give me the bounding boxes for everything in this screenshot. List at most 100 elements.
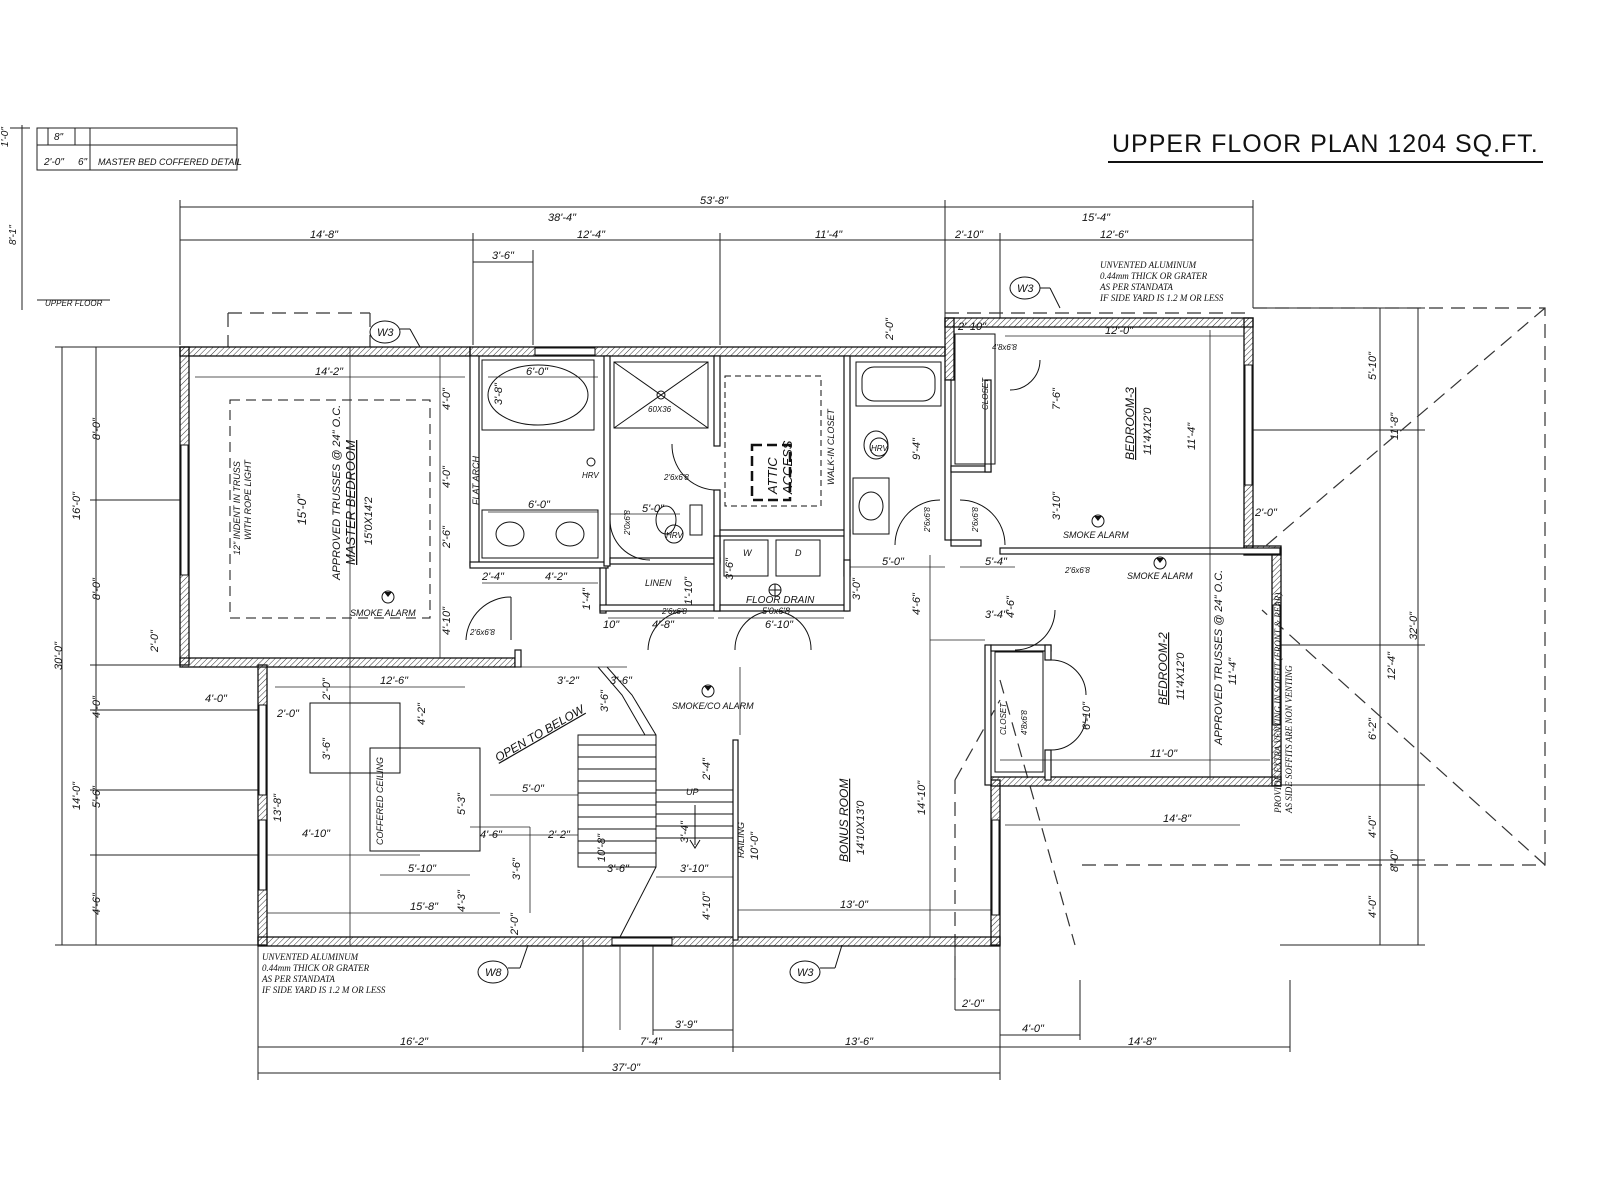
dim-2-6-master: 2'-6" (441, 525, 453, 549)
exterior-walls (179, 317, 1282, 947)
dim-10-0: 10'-0" (749, 831, 761, 860)
dim-4-2-bath: 4'-2" (545, 571, 568, 583)
dim-3-6-bonus-c: 3'-6" (511, 857, 523, 880)
left-dimension-lines (55, 346, 265, 946)
dim-3-9-bottom: 3'-9" (675, 1019, 698, 1031)
detail-dim-8: 8" (54, 132, 64, 143)
door-label-wc: 2'0x6'8 (623, 510, 632, 536)
staircase (577, 666, 733, 938)
dim-4-2-bonus: 4'-2" (416, 702, 428, 725)
door-label-master: 2'6x6'8 (469, 628, 495, 637)
dim-3-6-top: 3'-6" (492, 250, 515, 262)
bottom-dimension-lines (257, 940, 1291, 1080)
dim-4-0-left-b: 4'-0" (205, 693, 228, 705)
dim-6-0-tub: 6'-0" (526, 366, 549, 378)
label-trusses-bed2: APPROVED TRUSSES @ 24" O.C. (1213, 570, 1225, 746)
dim-12-6-top: 12'-6" (1100, 229, 1129, 241)
dim-4-6-bed2: 4'-6" (1005, 595, 1017, 618)
dim-37-0-bottom: 37'-0" (612, 1062, 641, 1074)
dim-6-10-bed2: 6'-10" (1081, 701, 1093, 730)
note-venting-bottom-line-4: IF SIDE YARD IS 1.2 M OR LESS (262, 985, 386, 995)
label-trusses-master: APPROVED TRUSSES @ 24" O.C. (331, 405, 343, 581)
door-swings (465, 359, 1087, 751)
label-indent-1: 12" INDENT IN TRUSS (232, 461, 242, 555)
dim-3-4-bed2: 3'-4" (985, 609, 1008, 621)
dim-4-0-master-a: 4'-0" (441, 387, 453, 410)
internal-dimension-lines (195, 330, 1270, 1030)
room-size-bonus-room: 14'10X13'0 (855, 800, 867, 855)
door-label-bed2: 2'6x6'8 (1064, 566, 1090, 575)
dim-8-0-left-a: 8'-0" (91, 417, 103, 440)
room-size-bedroom-2: 11'4X12'0 (1175, 652, 1187, 700)
door-label-closet-bed3: 4'8x6'8 (992, 343, 1017, 352)
smoke-alarm-icon-fills (384, 516, 1164, 691)
label-hrv-3: HRV (871, 444, 888, 453)
window-tag-w8: W8 (485, 967, 502, 979)
page-title: UPPER FLOOR PLAN 1204 SQ.FT. (1108, 130, 1543, 163)
label-open-to-below: OPEN TO BELOW (493, 701, 588, 764)
dim-15-8: 15'-8" (410, 901, 439, 913)
dim-3-6-stair: 3'-6" (599, 689, 611, 712)
dim-3-0: 3'-0" (851, 577, 863, 600)
label-indent-2: WITH ROPE LIGHT (243, 458, 253, 540)
door-label-closet-bed2: 4'8x6'8 (1020, 710, 1029, 735)
dim-13-8: 13'-8" (272, 793, 284, 822)
room-size-bedroom-3: 11'4X12'0 (1142, 407, 1154, 455)
label-attic: ATTIC (765, 457, 780, 495)
dim-4-6-hall: 4'-6" (911, 592, 923, 615)
windows (180, 347, 1281, 946)
dim-2-4: 2'-4" (481, 571, 505, 583)
dim-4-0-master-b: 4'-0" (441, 465, 453, 488)
dim-2-0-bonus-a: 2'-0" (276, 708, 300, 720)
dim-4-10-bonus: 4'-10" (302, 828, 331, 840)
dim-14-2: 14'-2" (315, 366, 344, 378)
dim-14-8-top: 14'-8" (310, 229, 339, 241)
dim-2-10-top: 2'-10" (954, 229, 984, 241)
label-smoke-alarm-master: SMOKE ALARM (350, 608, 416, 618)
dim-5-0-wc: 5'-0" (642, 503, 665, 515)
dim-1-4: 1'-4" (581, 587, 593, 610)
label-tub-size: 60X36 (648, 405, 672, 414)
label-linen: LINEN (645, 578, 672, 588)
label-closet-bed3: CLOSET (981, 377, 990, 410)
dim-6-2-right: 6'-2" (1367, 717, 1379, 740)
label-flat-arch: FLAT ARCH (471, 455, 481, 505)
dim-10: 10" (603, 619, 620, 631)
dim-4-6-left: 4'-6" (91, 892, 103, 915)
note-venting-bottom-line-2: 0.44mm THICK OR GRATER (262, 963, 370, 973)
dim-13-0: 13'-0" (840, 899, 869, 911)
door-label-bed3: 2'6x6'8 (971, 507, 980, 533)
note-venting-bottom-line-3: AS PER STANDATA (262, 974, 335, 984)
dim-12-4-right: 12'-4" (1386, 651, 1398, 680)
dim-2-10-bed3: 2'-10" (957, 321, 987, 333)
detail-label: MASTER BED COFFERED DETAIL (98, 157, 242, 167)
label-closet-bed2: CLOSET (999, 702, 1008, 735)
dim-13-6-bottom: 13'-6" (845, 1036, 874, 1048)
dim-4-3: 4'-3" (456, 889, 468, 912)
label-dryer: D (795, 548, 802, 558)
label-smoke-co-alarm: SMOKE/CO ALARM (672, 701, 754, 711)
dim-3-10-stair: 3'-10" (680, 863, 709, 875)
dim-3-6-stair-b: 3'-6" (607, 863, 630, 875)
dim-11-0-bed2: 11'-0" (1150, 748, 1178, 760)
dim-2-0-bed3-right: 2'-0" (1254, 507, 1278, 519)
label-hrv-2: HRV (666, 531, 683, 540)
dim-15-4: 15'-4" (1082, 212, 1111, 224)
dim-4-0-right-b: 4'-0" (1367, 895, 1379, 918)
coffered-detail (10, 125, 238, 310)
dim-11-4-bed2: 11'-4" (1227, 657, 1239, 685)
dim-11-8-right: 11'-8" (1389, 412, 1401, 440)
dim-3-6-bonus-b: 3'-6" (321, 737, 333, 760)
room-size-master-bedroom: 15'0X14'2 (363, 497, 375, 545)
dim-3-4-stair: 3'-4" (679, 820, 691, 843)
dim-1-10: 1'-10" (683, 576, 695, 605)
room-name-bedroom-2: BEDROOM-2 (1156, 632, 1170, 705)
dim-16-0-left: 16'-0" (71, 491, 83, 520)
dim-8-0-right: 8'-0" (1389, 849, 1401, 872)
dim-5-6-left: 5'-6" (91, 785, 103, 808)
roof-outline (227, 307, 1546, 980)
note-venting-bottom-line-1: UNVENTED ALUMINUM (262, 952, 359, 962)
dim-4-0-bottom: 4'-0" (1022, 1023, 1045, 1035)
dim-30-0-left: 30'-0" (53, 641, 65, 670)
dim-4-8: 4'-8" (652, 619, 675, 631)
